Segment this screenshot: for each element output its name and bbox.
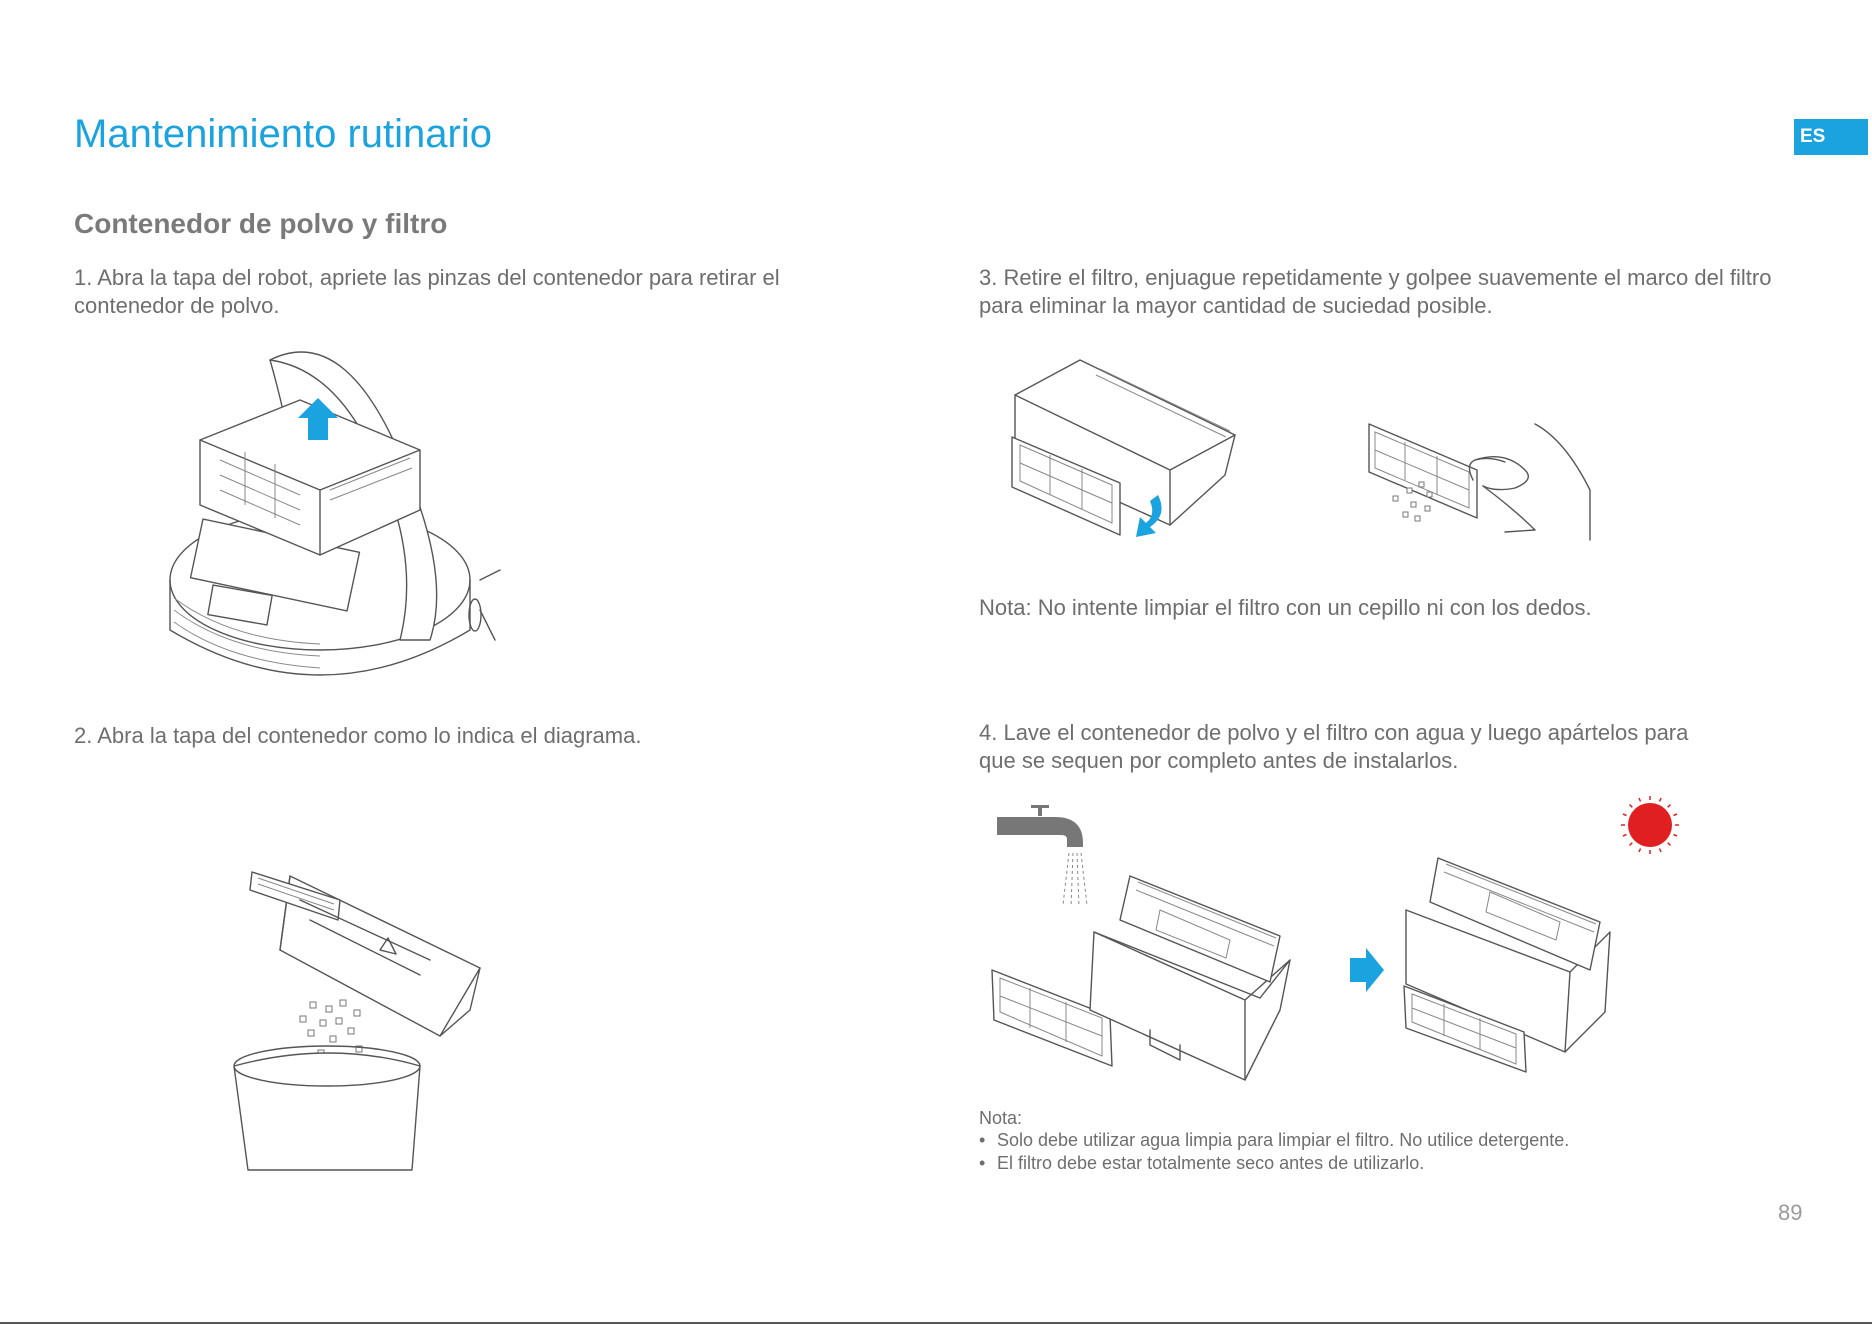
illustration-remove-filter xyxy=(1011,359,1236,537)
step-2-text: 2. Abra la tapa del contenedor como lo i… xyxy=(74,723,642,748)
wash-note: Nota: Solo debe utilizar agua limpia par… xyxy=(979,1107,1799,1175)
illustration-empty-dust-bin xyxy=(233,871,481,1171)
arrow-right-icon xyxy=(1350,948,1384,992)
illustration-tap-filter xyxy=(1368,423,1591,541)
filter-note: Nota: No intente limpiar el filtro con u… xyxy=(979,595,1592,620)
wash-note-item: Solo debe utilizar agua limpia para limp… xyxy=(979,1129,1799,1152)
dust-particles xyxy=(1392,481,1433,522)
step-4-text: 4. Lave el contenedor de polvo y el filt… xyxy=(979,720,1689,773)
wash-note-label: Nota: xyxy=(979,1108,1023,1128)
bottom-rule xyxy=(0,1322,1872,1324)
wash-note-list: Solo debe utilizar agua limpia para limp… xyxy=(979,1129,1799,1175)
curved-arrow-icon xyxy=(1136,495,1162,537)
section-title: Contenedor de polvo y filtro xyxy=(74,208,448,239)
step-3-text: 3. Retire el filtro, enjuague repetidame… xyxy=(979,265,1772,318)
faucet-icon xyxy=(997,805,1083,847)
illustration-dry-bin xyxy=(1403,857,1611,1073)
illustration-robot-open-lid xyxy=(169,351,501,676)
page-title: Mantenimiento rutinario xyxy=(74,112,492,156)
sun-icon xyxy=(1621,796,1679,854)
step-1-text: 1. Abra la tapa del robot, apriete las p… xyxy=(74,265,780,318)
arrow-up-icon xyxy=(298,398,338,440)
illustration-wash-bin xyxy=(991,875,1291,1081)
wash-note-item: El filtro debe estar totalmente seco ant… xyxy=(979,1152,1799,1175)
illustration-faucet xyxy=(997,805,1088,908)
language-badge: ES xyxy=(1794,119,1868,155)
page-number: 89 xyxy=(1778,1200,1803,1225)
